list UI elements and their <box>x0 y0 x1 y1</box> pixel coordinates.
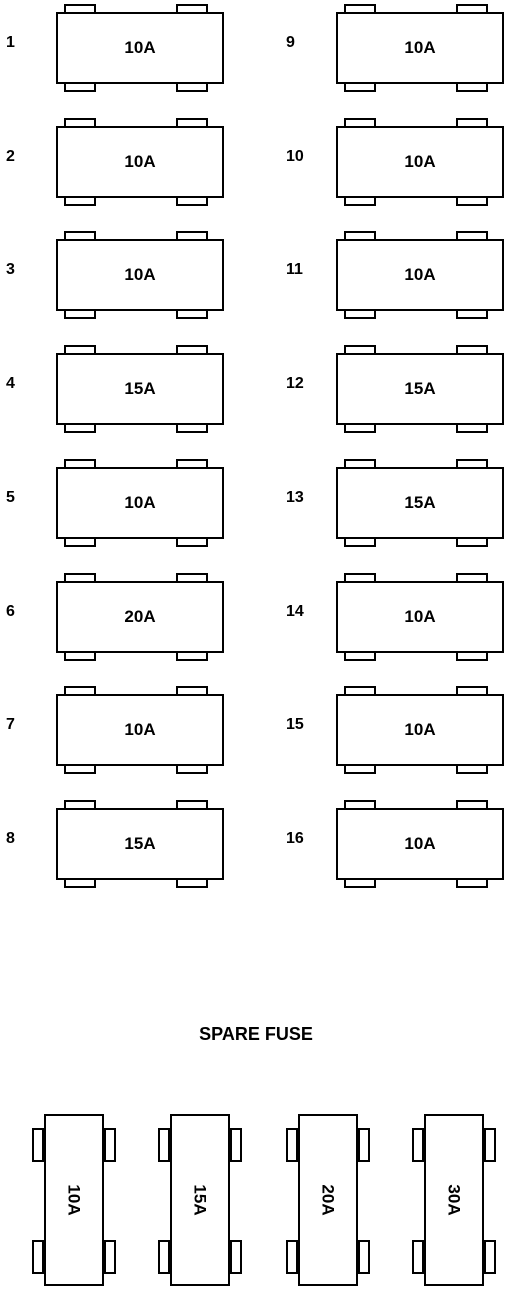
spare-fuse-rating: 15A <box>191 1184 210 1216</box>
spare-fuse: 20A <box>286 1114 372 1286</box>
spare-fuse-body <box>424 1114 484 1286</box>
fuse-rating: 10A <box>56 466 224 539</box>
fuse-rating: 10A <box>56 12 224 84</box>
fuse-slot-number: 5 <box>6 488 15 506</box>
fuse-terminal <box>104 1240 116 1274</box>
fuse-rating: 10A <box>336 807 504 880</box>
fuse-rating: 15A <box>336 353 504 426</box>
fuse-slot: 2 10A <box>6 117 236 206</box>
fuse: 10A <box>54 4 226 92</box>
fuse-slot: 15 10A <box>286 686 512 775</box>
fuse: 10A <box>334 799 506 888</box>
spare-fuse: 15A <box>158 1114 244 1286</box>
fuse-slot-number: 1 <box>6 34 15 51</box>
fuse-slot-number: 4 <box>6 375 15 393</box>
fuse-slot: 1 10A <box>6 4 236 92</box>
fuse: 10A <box>54 458 226 547</box>
fuse-slot-number: 6 <box>6 602 15 620</box>
fuse-rating: 20A <box>56 580 224 653</box>
fuse-slot-number: 3 <box>6 261 15 279</box>
fuse-terminal <box>230 1128 242 1162</box>
fuse: 15A <box>54 799 226 888</box>
fuse-slot-number: 13 <box>286 488 304 506</box>
fuse-rating: 10A <box>336 694 504 767</box>
fuse: 10A <box>334 231 506 320</box>
fuse-terminal <box>484 1128 496 1162</box>
fuse: 10A <box>334 572 506 661</box>
fuse-terminal <box>358 1128 370 1162</box>
fuse: 15A <box>54 345 226 434</box>
fuse-rating: 10A <box>336 125 504 198</box>
fuse: 10A <box>54 117 226 206</box>
fuse-slot: 7 10A <box>6 686 236 775</box>
fuse-terminal <box>230 1240 242 1274</box>
fuse-rating: 10A <box>56 125 224 198</box>
fuse-terminal <box>286 1240 298 1274</box>
fuse-terminal <box>158 1240 170 1274</box>
spare-fuse-rating: 10A <box>65 1184 84 1216</box>
spare-fuse: 30A <box>412 1114 498 1286</box>
fuse-slot-number: 16 <box>286 829 304 847</box>
fuse: 10A <box>334 686 506 775</box>
fuse-rating: 10A <box>56 239 224 312</box>
fuse-rating: 10A <box>336 239 504 312</box>
fuse-slot-number: 15 <box>286 716 304 734</box>
fuse: 20A <box>54 572 226 661</box>
fuse-rating: 15A <box>56 807 224 880</box>
fuse: 15A <box>334 345 506 434</box>
fuse: 10A <box>334 117 506 206</box>
fuse-slot: 13 15A <box>286 458 512 547</box>
fuse: 10A <box>54 231 226 320</box>
fuse-rating: 15A <box>336 466 504 539</box>
spare-fuse-body <box>44 1114 104 1286</box>
fuse: 10A <box>334 4 506 92</box>
fuse-slot-number: 2 <box>6 147 15 165</box>
fuse-slot: 14 10A <box>286 572 512 661</box>
fuse-slot-number: 11 <box>286 261 303 279</box>
fuse-terminal <box>412 1240 424 1274</box>
fuse-terminal <box>286 1128 298 1162</box>
fuse-slot: 6 20A <box>6 572 236 661</box>
spare-fuse-rating: 30A <box>445 1184 464 1216</box>
fuse-rating: 10A <box>336 580 504 653</box>
fuse: 15A <box>334 458 506 547</box>
fuse-terminal <box>32 1240 44 1274</box>
fuse-slot-number: 9 <box>286 34 295 51</box>
fuse-slot: 11 10A <box>286 231 512 320</box>
fuse-terminal <box>32 1128 44 1162</box>
fuse: 10A <box>54 686 226 775</box>
fuse-rating: 10A <box>336 12 504 84</box>
fuse-slot: 5 10A <box>6 458 236 547</box>
spare-fuse-title: SPARE FUSE <box>199 1024 313 1044</box>
fuse-terminal <box>412 1128 424 1162</box>
spare-fuse-body <box>170 1114 230 1286</box>
fuse-rating: 15A <box>56 353 224 426</box>
fuse-slot: 12 15A <box>286 345 512 434</box>
fuse-terminal <box>484 1240 496 1274</box>
fuse-slot-number: 8 <box>6 829 15 847</box>
fuse-rating: 10A <box>56 694 224 767</box>
fuse-terminal <box>158 1128 170 1162</box>
fuse-slot: 9 10A <box>286 4 512 92</box>
fuse-terminal <box>104 1128 116 1162</box>
spare-fuse: 10A <box>32 1114 118 1286</box>
fuse-terminal <box>358 1240 370 1274</box>
fuse-slot-number: 14 <box>286 602 304 620</box>
spare-fuse-body <box>298 1114 358 1286</box>
fuse-slot: 4 15A <box>6 345 236 434</box>
fuse-slot: 8 15A <box>6 799 236 888</box>
fuse-slot-number: 12 <box>286 375 304 393</box>
fuse-slot: 10 10A <box>286 117 512 206</box>
spare-fuse-rating: 20A <box>319 1184 338 1216</box>
fuse-slot-number: 7 <box>6 716 15 734</box>
fuse-slot: 3 10A <box>6 231 236 320</box>
fuse-slot-number: 10 <box>286 147 304 165</box>
fuse-slot: 16 10A <box>286 799 512 888</box>
